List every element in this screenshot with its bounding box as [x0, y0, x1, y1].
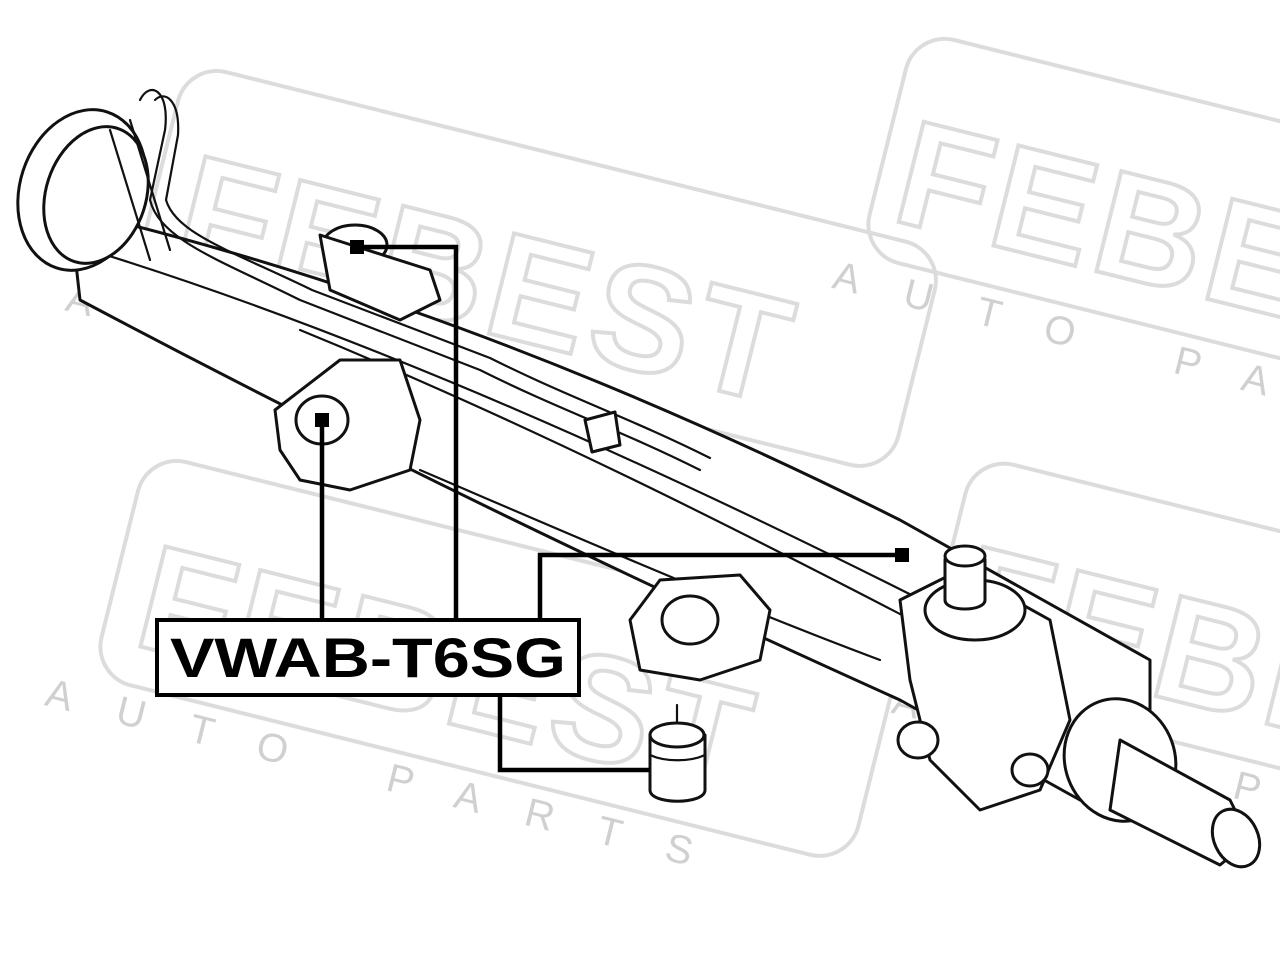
- center-fitting: [583, 410, 622, 454]
- pinion-shaft-top: [943, 544, 987, 568]
- part-number-callout: VWAB-T6SG: [155, 618, 581, 697]
- loose-bushing: [648, 703, 707, 803]
- upper-mount-bracket: [318, 233, 442, 322]
- left-end-ring: [42, 125, 150, 265]
- right-tie-rod-end: [1210, 807, 1262, 869]
- part-number-box: [155, 618, 581, 697]
- watermark-frame: [98, 459, 898, 858]
- rack-tube-line: [418, 468, 882, 662]
- leader-dot: [350, 240, 364, 254]
- leader-line-upper-bushing: [357, 244, 459, 622]
- watermark-frame: [866, 36, 1280, 417]
- rack-tube-line: [88, 248, 1002, 642]
- housing-port: [896, 720, 940, 760]
- right-mount-bushing: [660, 594, 720, 646]
- leader-dot: [315, 413, 329, 427]
- left-boot-ridge: [108, 128, 152, 262]
- leader-line-right-bushing: [537, 552, 902, 622]
- watermark-top-right: FEBEST AUTO PARTS: [829, 36, 1280, 468]
- leader-line-loose-bushing: [497, 693, 650, 773]
- steering-rack: [16, 89, 1262, 869]
- callout-leaders: [315, 240, 909, 773]
- leader-dot: [895, 548, 909, 562]
- part-number-label: VWAB-T6SG: [170, 626, 566, 689]
- housing-port: [1010, 752, 1050, 788]
- left-boot-ridge: [128, 118, 172, 252]
